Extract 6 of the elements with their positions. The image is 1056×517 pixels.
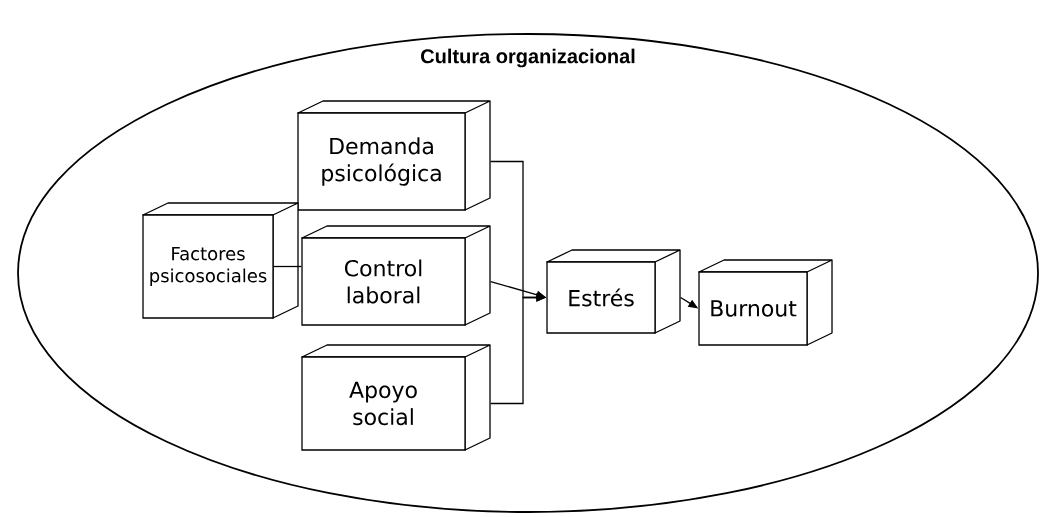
cube-box: Apoyo social [301, 344, 491, 451]
cube-box: Estrés [546, 249, 681, 334]
cube-box: Burnout [698, 259, 833, 346]
cube-box: Demanda psicológica [297, 100, 491, 211]
cube-box: Control laboral [301, 225, 491, 326]
cube-box: Factores psicosociales [142, 202, 299, 319]
